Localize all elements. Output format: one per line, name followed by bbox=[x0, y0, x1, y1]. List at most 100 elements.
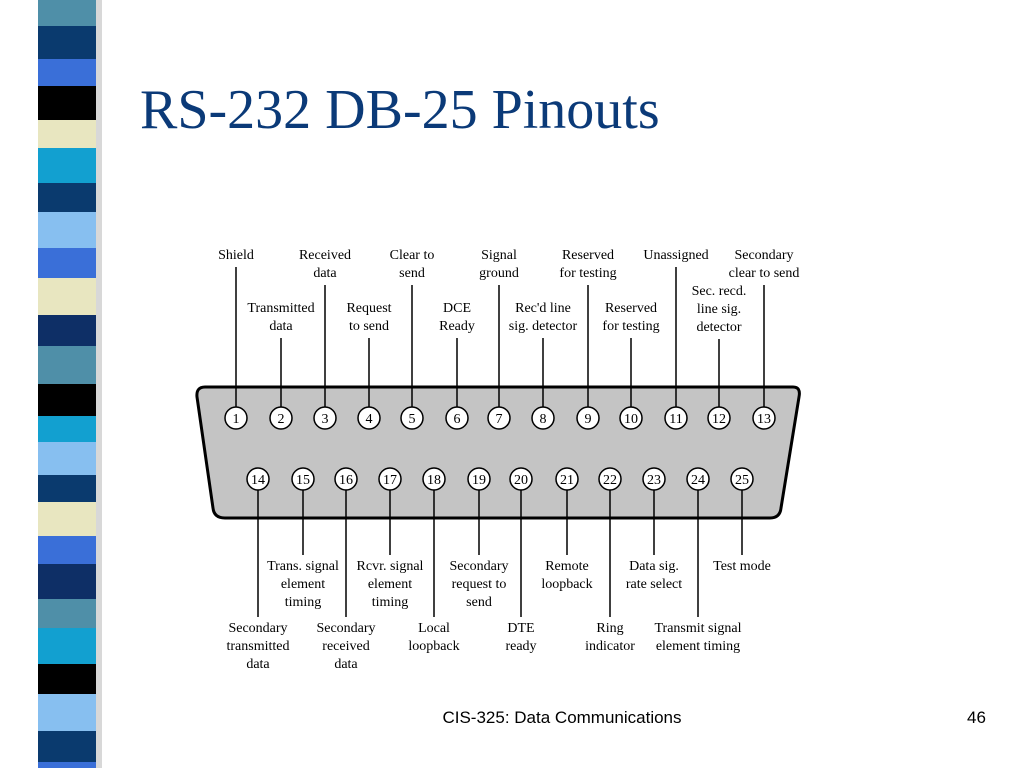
pin-18-label: loopback bbox=[408, 639, 459, 654]
pin-6: 6 bbox=[445, 406, 469, 430]
pin-4: 4 bbox=[357, 406, 381, 430]
pin-2: 2 bbox=[269, 406, 293, 430]
pin-12: 12 bbox=[707, 406, 731, 430]
stripe-segment bbox=[38, 731, 96, 762]
stripe-segment bbox=[38, 26, 96, 59]
pin-11: 11 bbox=[664, 406, 688, 430]
stripe-segment bbox=[38, 212, 96, 248]
pin-15: 15 bbox=[291, 467, 315, 491]
pin-21: 21 bbox=[555, 467, 579, 491]
stripe-segment bbox=[38, 416, 96, 442]
pin-number: 10 bbox=[624, 412, 638, 427]
pin-16-label: Secondary bbox=[316, 621, 375, 636]
pin-number: 6 bbox=[454, 412, 461, 427]
pin-14-label: transmitted bbox=[227, 639, 290, 654]
pin-24-label: Transmit signal bbox=[655, 621, 742, 636]
pin-10: 10 bbox=[619, 406, 643, 430]
left-decorative-stripe bbox=[0, 0, 120, 768]
pin-6-label: DCE bbox=[443, 301, 471, 316]
pin-18-label: Local bbox=[418, 621, 450, 636]
pin-number: 21 bbox=[560, 473, 574, 488]
pin-number: 7 bbox=[496, 412, 503, 427]
pin-9-label: Reserved bbox=[562, 248, 614, 263]
stripe-segment bbox=[38, 59, 96, 86]
stripe-segment bbox=[38, 148, 96, 183]
stripe-segment bbox=[38, 762, 96, 768]
pin-13: 13 bbox=[752, 406, 776, 430]
pin-10-label: for testing bbox=[602, 319, 659, 334]
pin-23-label: rate select bbox=[626, 577, 682, 592]
pin-1-label: Shield bbox=[218, 248, 254, 263]
pin-13-label: clear to send bbox=[729, 266, 800, 281]
stripe-segment bbox=[38, 248, 96, 278]
pin-number: 22 bbox=[603, 473, 617, 488]
pin-14: 14 bbox=[246, 467, 270, 491]
pin-22-label: indicator bbox=[585, 639, 635, 654]
stripe-segment bbox=[38, 384, 96, 416]
pin-25-label: Test mode bbox=[713, 559, 771, 574]
pin-22-label: Ring bbox=[596, 621, 623, 636]
pin-23: 23 bbox=[642, 467, 666, 491]
pin-20-label: DTE bbox=[507, 621, 534, 636]
pin-number: 18 bbox=[427, 473, 441, 488]
pin-17: 17 bbox=[378, 467, 402, 491]
pin-number: 17 bbox=[383, 473, 397, 488]
pin-number: 1 bbox=[233, 412, 240, 427]
pin-12-label: Sec. recd. bbox=[692, 284, 747, 299]
pin-21-label: loopback bbox=[541, 577, 592, 592]
pin-number: 14 bbox=[251, 473, 265, 488]
footer-course: CIS-325: Data Communications bbox=[442, 708, 682, 727]
pin-number: 8 bbox=[540, 412, 547, 427]
pin-9-label: for testing bbox=[559, 266, 616, 281]
slide-title: RS-232 DB-25 Pinouts bbox=[140, 79, 660, 141]
pin-23-label: Data sig. bbox=[629, 559, 679, 574]
pin-number: 2 bbox=[278, 412, 285, 427]
pin-12-label: detector bbox=[696, 320, 741, 335]
pin-14-label: Secondary bbox=[228, 621, 287, 636]
pin-5: 5 bbox=[400, 406, 424, 430]
stripe-segment bbox=[38, 536, 96, 564]
pin-number: 20 bbox=[514, 473, 528, 488]
pin-number: 13 bbox=[757, 412, 771, 427]
pin-19-label: request to bbox=[452, 577, 507, 592]
pin-7-label: ground bbox=[479, 266, 519, 281]
pin-number: 25 bbox=[735, 473, 749, 488]
pin-16-label: received bbox=[322, 639, 369, 654]
pin-number: 15 bbox=[296, 473, 310, 488]
pin-4-label: to send bbox=[349, 319, 389, 334]
pin-13-label: Secondary bbox=[734, 248, 793, 263]
stripe-segment bbox=[38, 0, 96, 26]
stripe-segment bbox=[38, 120, 96, 148]
pin-number: 5 bbox=[409, 412, 416, 427]
stripe-segment bbox=[38, 346, 96, 384]
pin-7: 7 bbox=[487, 406, 511, 430]
pin-22: 22 bbox=[598, 467, 622, 491]
pin-3: 3 bbox=[313, 406, 337, 430]
pin-17-label: timing bbox=[372, 595, 409, 610]
pin-6-label: Ready bbox=[439, 319, 475, 334]
pin-21-label: Remote bbox=[545, 559, 589, 574]
pin-10-label: Reserved bbox=[605, 301, 657, 316]
stripe-segment bbox=[38, 442, 96, 475]
pin-number: 9 bbox=[585, 412, 592, 427]
pin-20-label: ready bbox=[505, 639, 536, 654]
pin-4-label: Request bbox=[346, 301, 391, 316]
pin-16: 16 bbox=[334, 467, 358, 491]
stripe-segment bbox=[38, 664, 96, 694]
pin-1: 1 bbox=[224, 406, 248, 430]
pin-15-label: timing bbox=[285, 595, 322, 610]
pin-15-label: Trans. signal bbox=[267, 559, 339, 574]
pin-number: 16 bbox=[339, 473, 353, 488]
pin-number: 3 bbox=[322, 412, 329, 427]
pin-18: 18 bbox=[422, 467, 446, 491]
pin-3-label: data bbox=[313, 266, 337, 281]
pin-3-label: Received bbox=[299, 248, 351, 263]
pin-5-label: Clear to bbox=[390, 248, 435, 263]
pin-20: 20 bbox=[509, 467, 533, 491]
pin-number: 11 bbox=[669, 412, 682, 427]
stripe-segment bbox=[38, 694, 96, 731]
pin-24: 24 bbox=[686, 467, 710, 491]
stripe-segment bbox=[38, 599, 96, 628]
pin-5-label: send bbox=[399, 266, 425, 281]
